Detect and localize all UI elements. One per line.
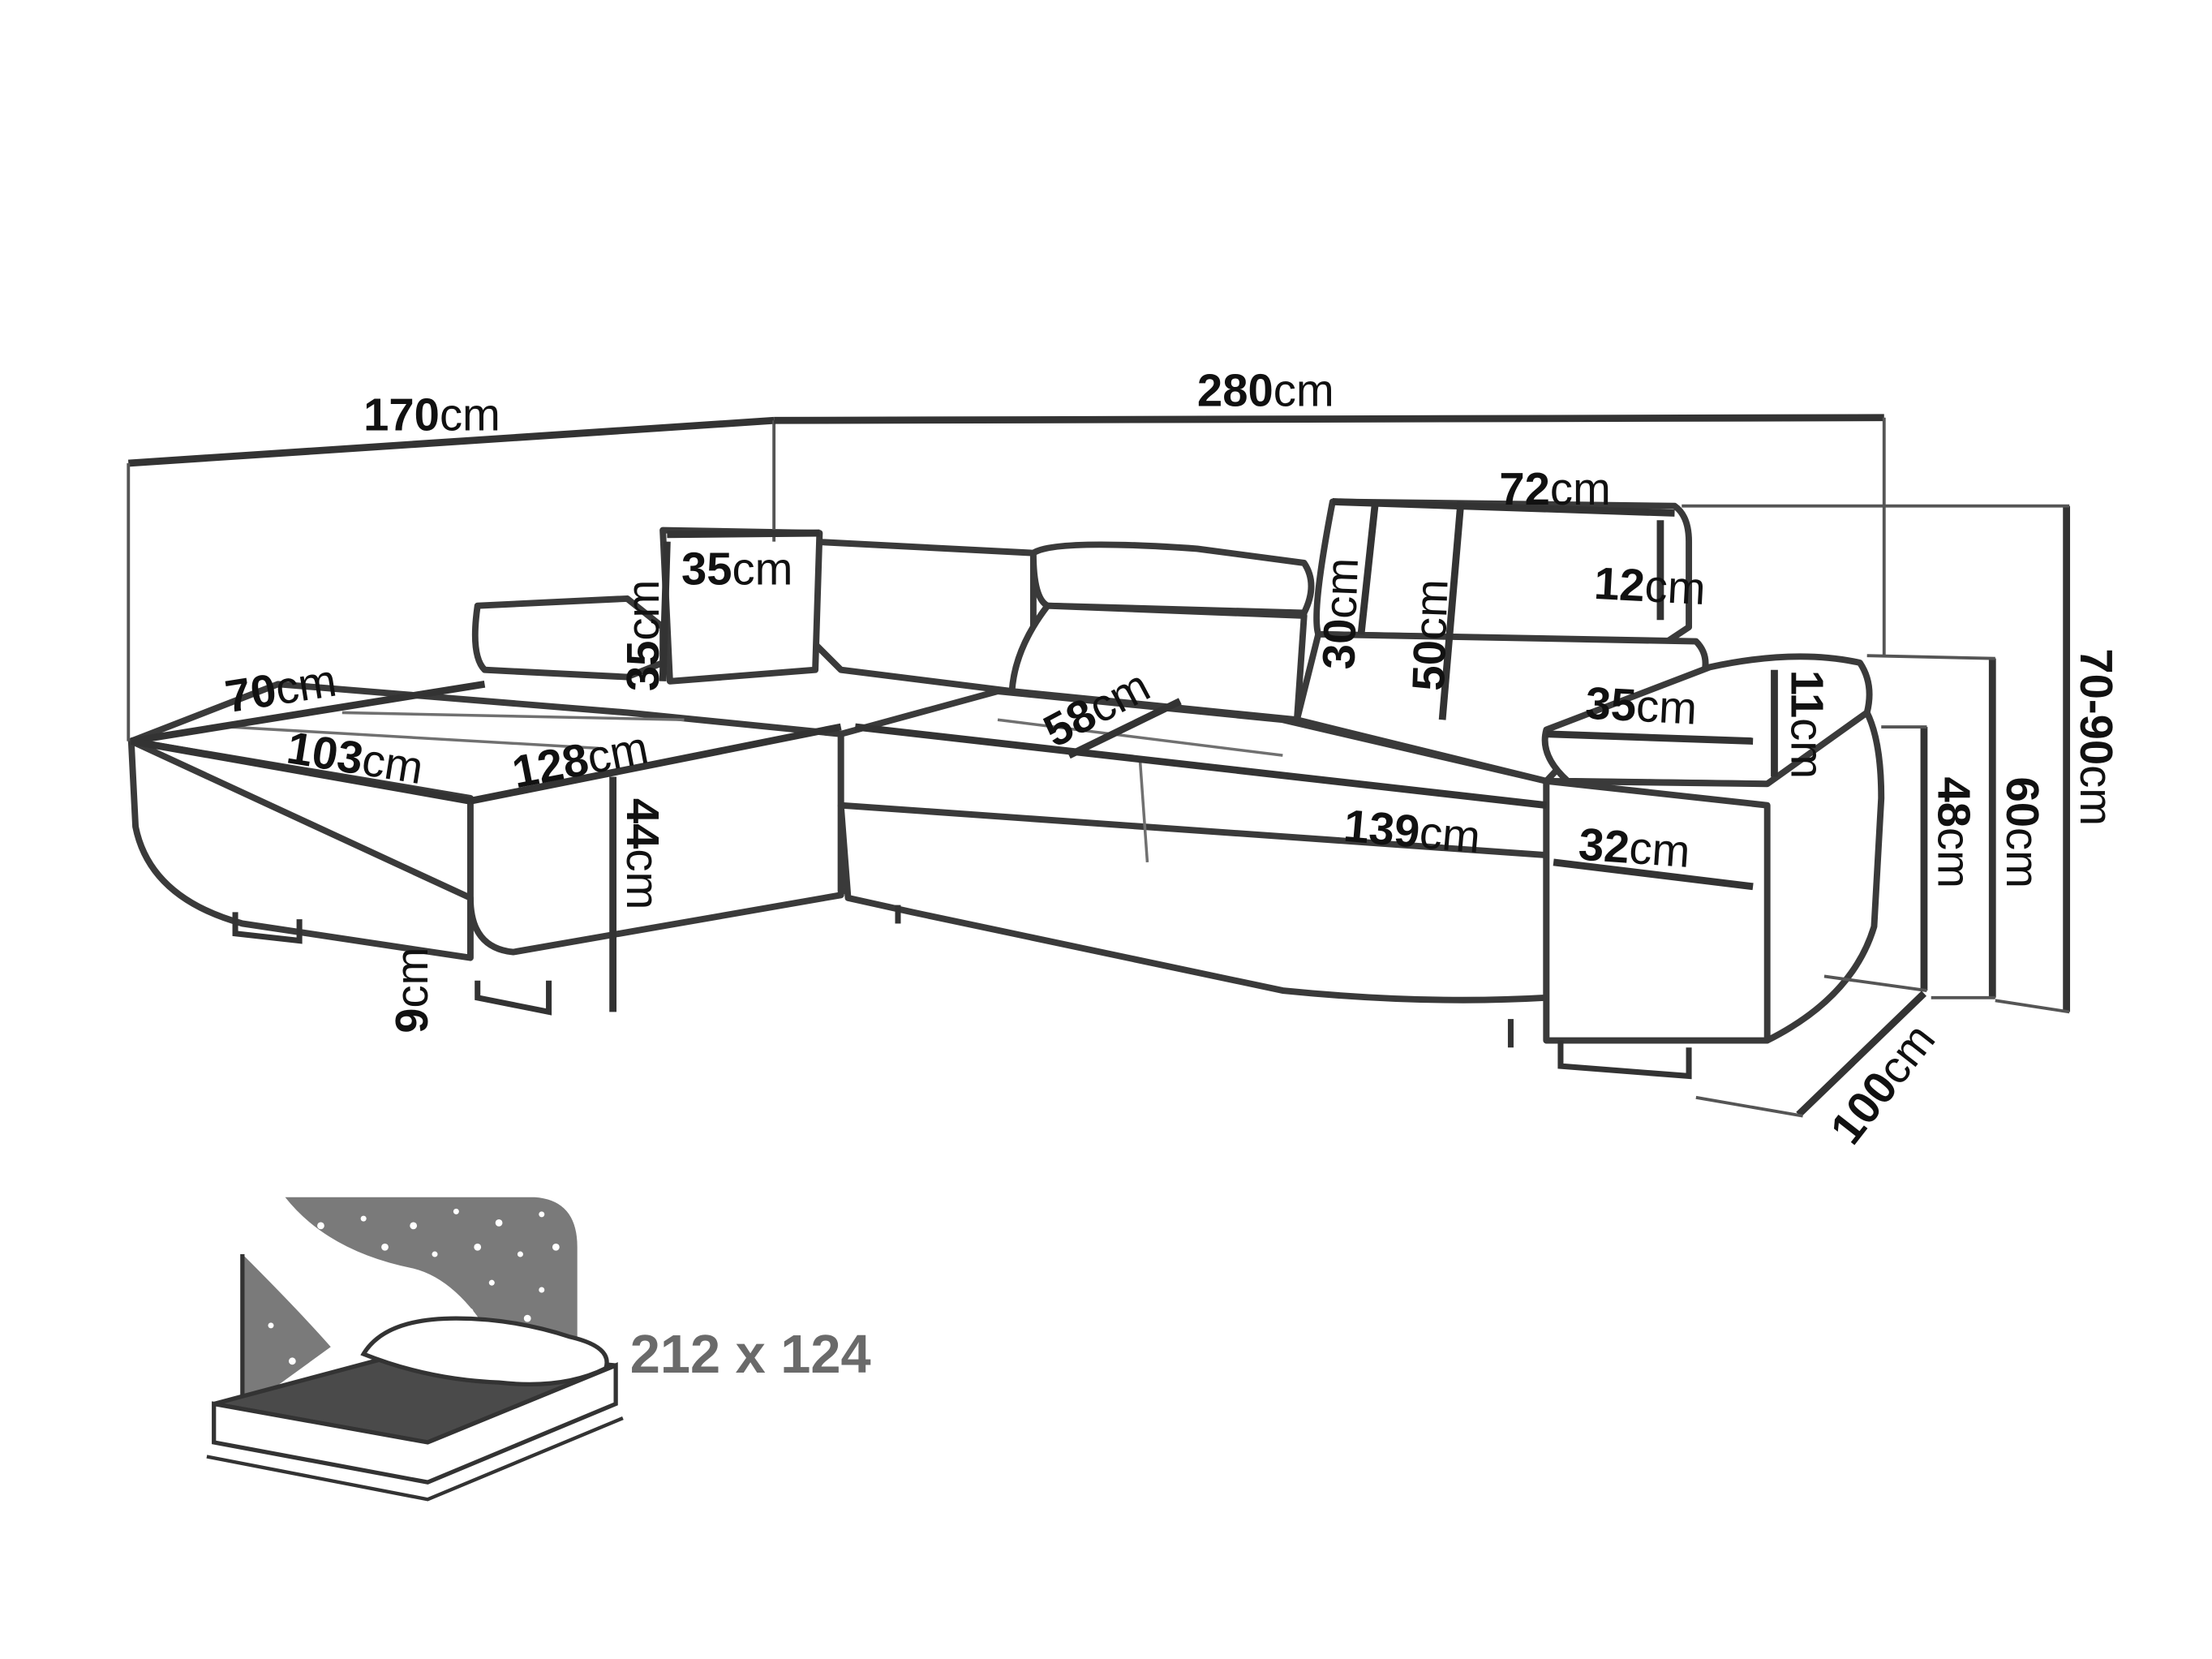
dim-line-170 [127, 416, 775, 467]
chaise-base [127, 737, 474, 961]
stars [268, 1208, 566, 1365]
ext-100-bottom [1695, 1095, 1803, 1118]
right-armrest-top [1541, 653, 1873, 788]
leg-left-2 [475, 980, 552, 1016]
label-280: 280cm [1197, 365, 1334, 416]
dim-line-103 [131, 737, 471, 805]
back-middle-lower [1008, 602, 1308, 724]
label-139: 139cm [1342, 800, 1483, 862]
back-middle [1029, 541, 1315, 617]
label-11: 11cm [1782, 670, 1833, 779]
label-30: 30cm [1312, 557, 1368, 671]
dim-line-100 [1796, 991, 1926, 1118]
bed-size-label: 212 x 124 [630, 1325, 871, 1385]
label-44: 44cm [617, 798, 668, 909]
dim-line-35-arm [1546, 730, 1754, 745]
seat-seam [997, 718, 1283, 863]
label-170: 170cm [363, 389, 500, 441]
dimension-lines [127, 414, 2071, 1118]
sofa-drawing [127, 498, 1885, 1080]
leg-left-1 [232, 912, 303, 944]
label-50: 50cm [1402, 578, 1458, 692]
dim-line-58 [1067, 698, 1182, 759]
label-35-arm: 35cm [1584, 677, 1699, 734]
label-70-90: 70-90cm [2071, 648, 2122, 826]
label-35-cushion-height: 35cm [617, 580, 668, 691]
ext-48-bottom [1823, 974, 1927, 992]
dim-line-50 [1438, 501, 1465, 720]
dim-line-35-cushion-h [667, 529, 820, 539]
back-left [809, 538, 1037, 695]
dim-line-30 [1357, 501, 1379, 635]
dim-line-280 [774, 414, 1884, 424]
main-base [837, 802, 1550, 1004]
label-9: 9cm [386, 948, 437, 1034]
label-60: 60cm [1997, 776, 2048, 888]
label-70: 70cm [221, 655, 340, 723]
label-72: 72cm [1499, 463, 1610, 514]
label-32: 32cm [1577, 819, 1691, 877]
bed-pillow [360, 1316, 609, 1386]
label-103: 103cm [284, 722, 427, 794]
bed-backdrop-left [242, 1254, 331, 1412]
leg-front-1 [1557, 1040, 1692, 1080]
chaise-seam [228, 711, 685, 750]
bed-size-arrow [206, 1416, 624, 1502]
dim-line-70 [131, 680, 486, 745]
dim-line-35-cushion-v [659, 541, 671, 681]
dim-line-32 [1553, 858, 1754, 891]
dim-line-72 [1332, 498, 1675, 517]
label-48: 48cm [1929, 776, 1980, 888]
label-12: 12cm [1593, 557, 1707, 614]
label-35-cushion: 35cm [681, 543, 792, 594]
ext-60-top [1866, 654, 1995, 660]
bed-function-icon: 212 x 124 [206, 1197, 871, 1502]
right-armrest-front [1543, 777, 1771, 1044]
ext-7090-bottom [1995, 999, 2070, 1014]
dim-line-128 [470, 723, 842, 805]
dim-line-139 [854, 723, 1547, 809]
dimension-labels: 170cm 280cm 72cm 35cm 12cm 30cm 50cm 35c… [221, 365, 2122, 1154]
bed-frame [212, 1362, 618, 1485]
